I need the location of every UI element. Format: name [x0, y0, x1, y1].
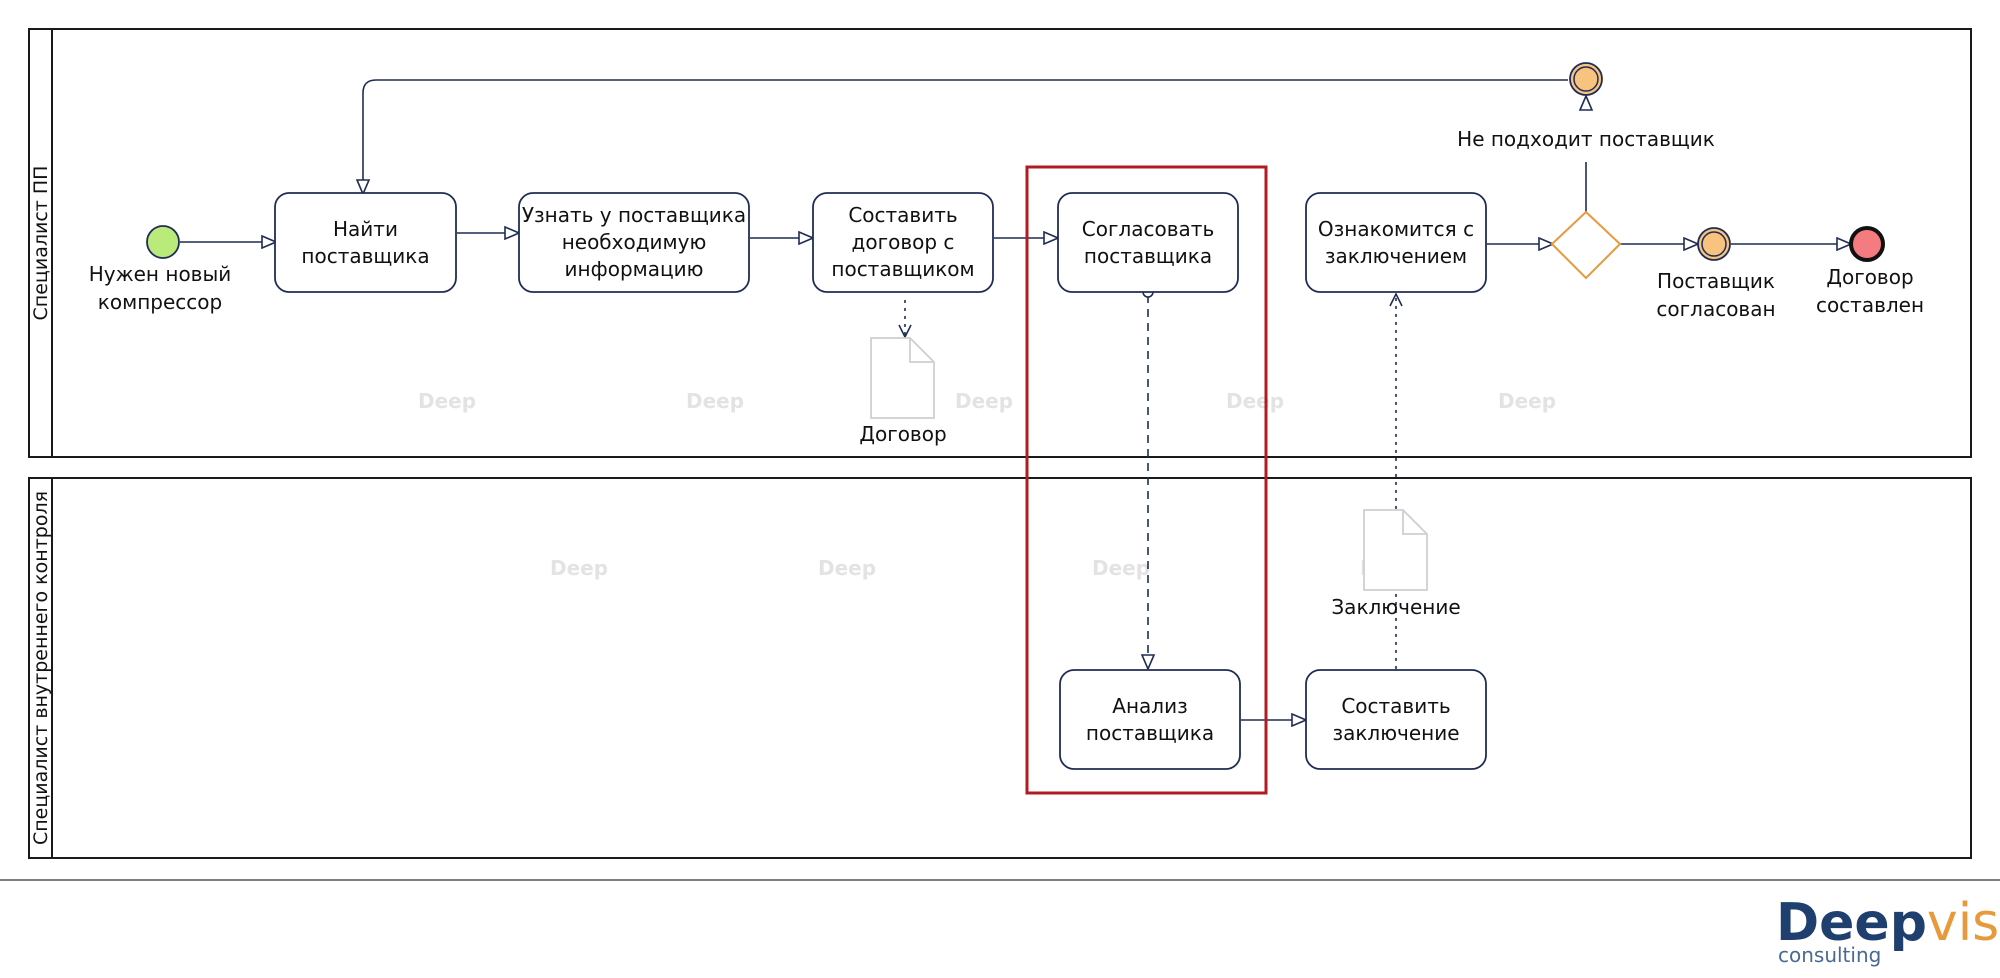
watermark: Deep [550, 556, 608, 580]
task-line: Анализ [1112, 694, 1187, 718]
event-label: Договор [1826, 265, 1913, 289]
document-conclusion[interactable]: Заключение [1331, 509, 1461, 619]
task-line: Ознакомится с [1318, 217, 1474, 241]
task-ask-info[interactable]: Узнать у поставщика необходимую информацию [518, 192, 750, 293]
flow-loop-back [363, 79, 1568, 193]
event-label: Поставщик [1657, 269, 1775, 293]
task-line: заключение [1332, 721, 1459, 745]
task-line: Составить [848, 203, 957, 227]
watermark: Deep [1092, 556, 1150, 580]
task-line: договор с [852, 230, 955, 254]
task-line: поставщиком [831, 257, 974, 281]
deepvision-logo: Deepvision consulting [1776, 893, 2000, 967]
task-approve-supplier[interactable]: Согласовать поставщика [1057, 192, 1239, 293]
end-event[interactable]: Договор составлен [1816, 226, 1924, 317]
task-line: Составить [1341, 694, 1450, 718]
task-line: Найти [333, 217, 398, 241]
logo-deep: Deep [1776, 893, 1927, 953]
task-line: Согласовать [1082, 217, 1214, 241]
task-line: заключением [1325, 244, 1467, 268]
event-label: составлен [1816, 293, 1924, 317]
task-line: поставщика [301, 244, 429, 268]
task-line: поставщика [1084, 244, 1212, 268]
event-label: компрессор [98, 290, 222, 314]
watermark: Deep [418, 389, 476, 413]
event-label: Не подходит поставщик [1457, 127, 1715, 151]
task-find-supplier[interactable]: Найти поставщика [274, 192, 457, 293]
task-make-contract[interactable]: Составить договор с поставщиком [812, 192, 994, 293]
intermediate-event-wrong-supplier[interactable]: Не подходит поставщик [1457, 62, 1715, 151]
event-label: Нужен новый [89, 262, 232, 286]
sequence-flows [180, 79, 1850, 720]
watermark: Deep [818, 556, 876, 580]
watermark: Deep [955, 389, 1013, 413]
svg-text:Deepvision: Deepvision [1776, 893, 2000, 953]
highlight-frame [1025, 165, 1268, 795]
task-line: Узнать у поставщика [522, 203, 746, 227]
document-contract[interactable]: Договор [859, 337, 947, 446]
task-write-conclusion[interactable]: Составить заключение [1305, 669, 1487, 770]
watermark: Deep [686, 389, 744, 413]
lane-internal-control: Специалист внутреннего контроля [28, 477, 1972, 859]
intermediate-event-supplier-agreed[interactable]: Поставщик согласован [1656, 227, 1776, 321]
start-event[interactable]: Нужен новый компрессор [89, 225, 232, 314]
document-label: Заключение [1331, 595, 1460, 619]
task-line: информацию [565, 257, 704, 281]
event-label: согласован [1656, 297, 1775, 321]
task-line: необходимую [562, 230, 707, 254]
lane-label-top: Специалист ПП [30, 166, 52, 321]
task-analyze-supplier[interactable]: Анализ поставщика [1059, 669, 1241, 770]
task-review-conclusion[interactable]: Ознакомится с заключением [1305, 192, 1487, 293]
watermark: Deep [1226, 389, 1284, 413]
logo-vision: vision [1927, 893, 2000, 953]
watermark: Deep [1498, 389, 1556, 413]
task-line: поставщика [1086, 721, 1214, 745]
logo-consulting: consulting [1778, 943, 1881, 967]
document-label: Договор [859, 422, 946, 446]
gateway[interactable] [1550, 210, 1622, 280]
lane-label-bottom: Специалист внутреннего контроля [30, 491, 52, 845]
